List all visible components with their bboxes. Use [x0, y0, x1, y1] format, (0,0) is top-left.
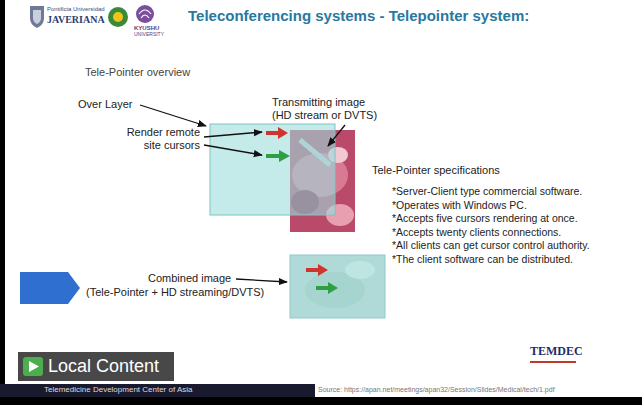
logo-text: Pontificia Universidad	[47, 6, 105, 13]
bottom-bar	[0, 397, 642, 405]
logo-text: TEMDEC	[530, 345, 583, 359]
spec-item: *All clients can get cursor control auth…	[392, 239, 590, 251]
university-seal	[108, 7, 128, 27]
leader-arrow	[204, 145, 262, 155]
combined-photo	[290, 255, 385, 318]
red-cursor	[306, 264, 328, 276]
callout-label: (Tele-Pointer + HD streaming/DVTS)	[86, 286, 264, 299]
seal-center	[113, 12, 123, 22]
template-arrow	[20, 272, 80, 304]
leader-arrow	[140, 105, 206, 126]
leader-arrow	[236, 279, 287, 282]
kyushu-emblem	[136, 5, 154, 23]
play-triangle	[29, 361, 39, 372]
crest-inner	[33, 10, 41, 24]
footer-strip	[0, 384, 315, 397]
red-cursor	[266, 127, 288, 139]
leader-arrow	[328, 125, 345, 146]
section-heading: Tele-Pointer specifications	[372, 164, 500, 177]
logo-underline	[530, 361, 576, 363]
footer-text: Telemedicine Development Center of Asia	[44, 385, 193, 394]
green-cursor	[266, 150, 290, 162]
callout-label: Transmitting image (HD stream or DVTS)	[272, 96, 384, 121]
university-crest	[30, 6, 44, 28]
section-heading: Tele-Pointer overview	[85, 66, 190, 79]
callout-label: Over Layer	[78, 98, 132, 111]
callout-label: Combined image	[148, 272, 231, 285]
spec-item: *Server-Client type commercial software.	[392, 185, 582, 197]
source-note: Source: https://apan.net/meetings/apan32…	[318, 386, 555, 394]
spec-item: *The client software can be distributed.	[392, 253, 573, 265]
play-icon	[23, 357, 43, 376]
slide-title: Teleconferencing systems - Telepointer s…	[188, 7, 529, 24]
emblem-lines	[139, 10, 151, 18]
frame-bar	[0, 0, 5, 405]
over-layer-box	[210, 124, 335, 215]
green-cursor	[316, 282, 338, 294]
spec-item: *Operates with Windows PC.	[392, 199, 527, 211]
spec-item: *Accepts five cursors rendering at once.	[392, 212, 578, 224]
logo-text: JAVERIANA	[47, 14, 105, 26]
banner-text: Local Content	[48, 356, 162, 377]
leader-arrow	[204, 132, 262, 137]
logo-text: UNIVERSITY	[134, 32, 164, 38]
callout-label: Render remote site cursors	[112, 126, 200, 151]
combined-overlay	[290, 255, 385, 318]
logo-text: KYUSHU	[134, 25, 159, 32]
spec-item: *Accepts twenty clients connections.	[392, 226, 561, 238]
